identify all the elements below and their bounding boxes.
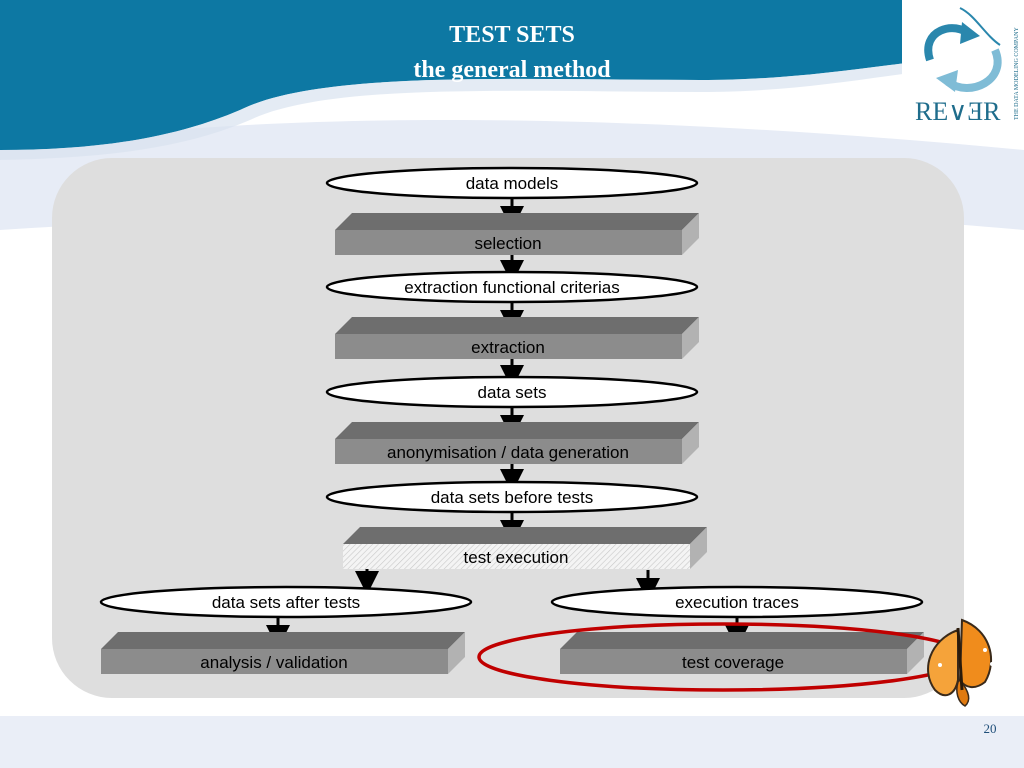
slide-subtitle: the general method — [413, 57, 611, 83]
process-selection: selection — [335, 213, 699, 255]
data-sets-before-label: data sets before tests — [431, 488, 594, 507]
extraction-criterias-label: extraction functional criterias — [404, 278, 619, 297]
data-execution-traces: execution traces — [550, 585, 924, 619]
process-test-execution: test execution — [343, 527, 707, 569]
data-data-sets-before-tests: data sets before tests — [325, 480, 699, 514]
process-anonymisation: anonymisation / data generation — [335, 422, 699, 464]
data-data-sets: data sets — [325, 375, 699, 409]
logo-wordmark: RE∨ƎR — [915, 97, 1001, 126]
slide-title: TEST SETS — [449, 22, 575, 48]
company-logo: RE∨ƎR THE DATA MODELING COMPANY — [902, 0, 1024, 128]
anonymisation-label: anonymisation / data generation — [387, 443, 629, 462]
extraction-label: extraction — [471, 338, 545, 357]
data-extraction-criterias: extraction functional criterias — [325, 270, 699, 304]
test-execution-label: test execution — [464, 548, 569, 567]
execution-traces-label: execution traces — [675, 593, 799, 612]
data-models-label: data models — [466, 174, 559, 193]
process-analysis: analysis / validation — [101, 632, 465, 674]
analysis-label: analysis / validation — [200, 653, 347, 672]
data-data-models: data models — [325, 166, 699, 200]
logo-tagline: THE DATA MODELING COMPANY — [1014, 27, 1020, 120]
page-number: 20 — [984, 721, 997, 736]
process-test-coverage: test coverage — [560, 632, 924, 674]
butterfly-icon — [927, 618, 994, 707]
process-extraction: extraction — [335, 317, 699, 359]
data-sets-label: data sets — [478, 383, 547, 402]
data-sets-after-label: data sets after tests — [212, 593, 360, 612]
data-data-sets-after-tests: data sets after tests — [99, 585, 473, 619]
test-coverage-label: test coverage — [682, 653, 784, 672]
selection-label: selection — [474, 234, 541, 253]
recycle-arrows-logo-icon — [924, 7, 1002, 92]
